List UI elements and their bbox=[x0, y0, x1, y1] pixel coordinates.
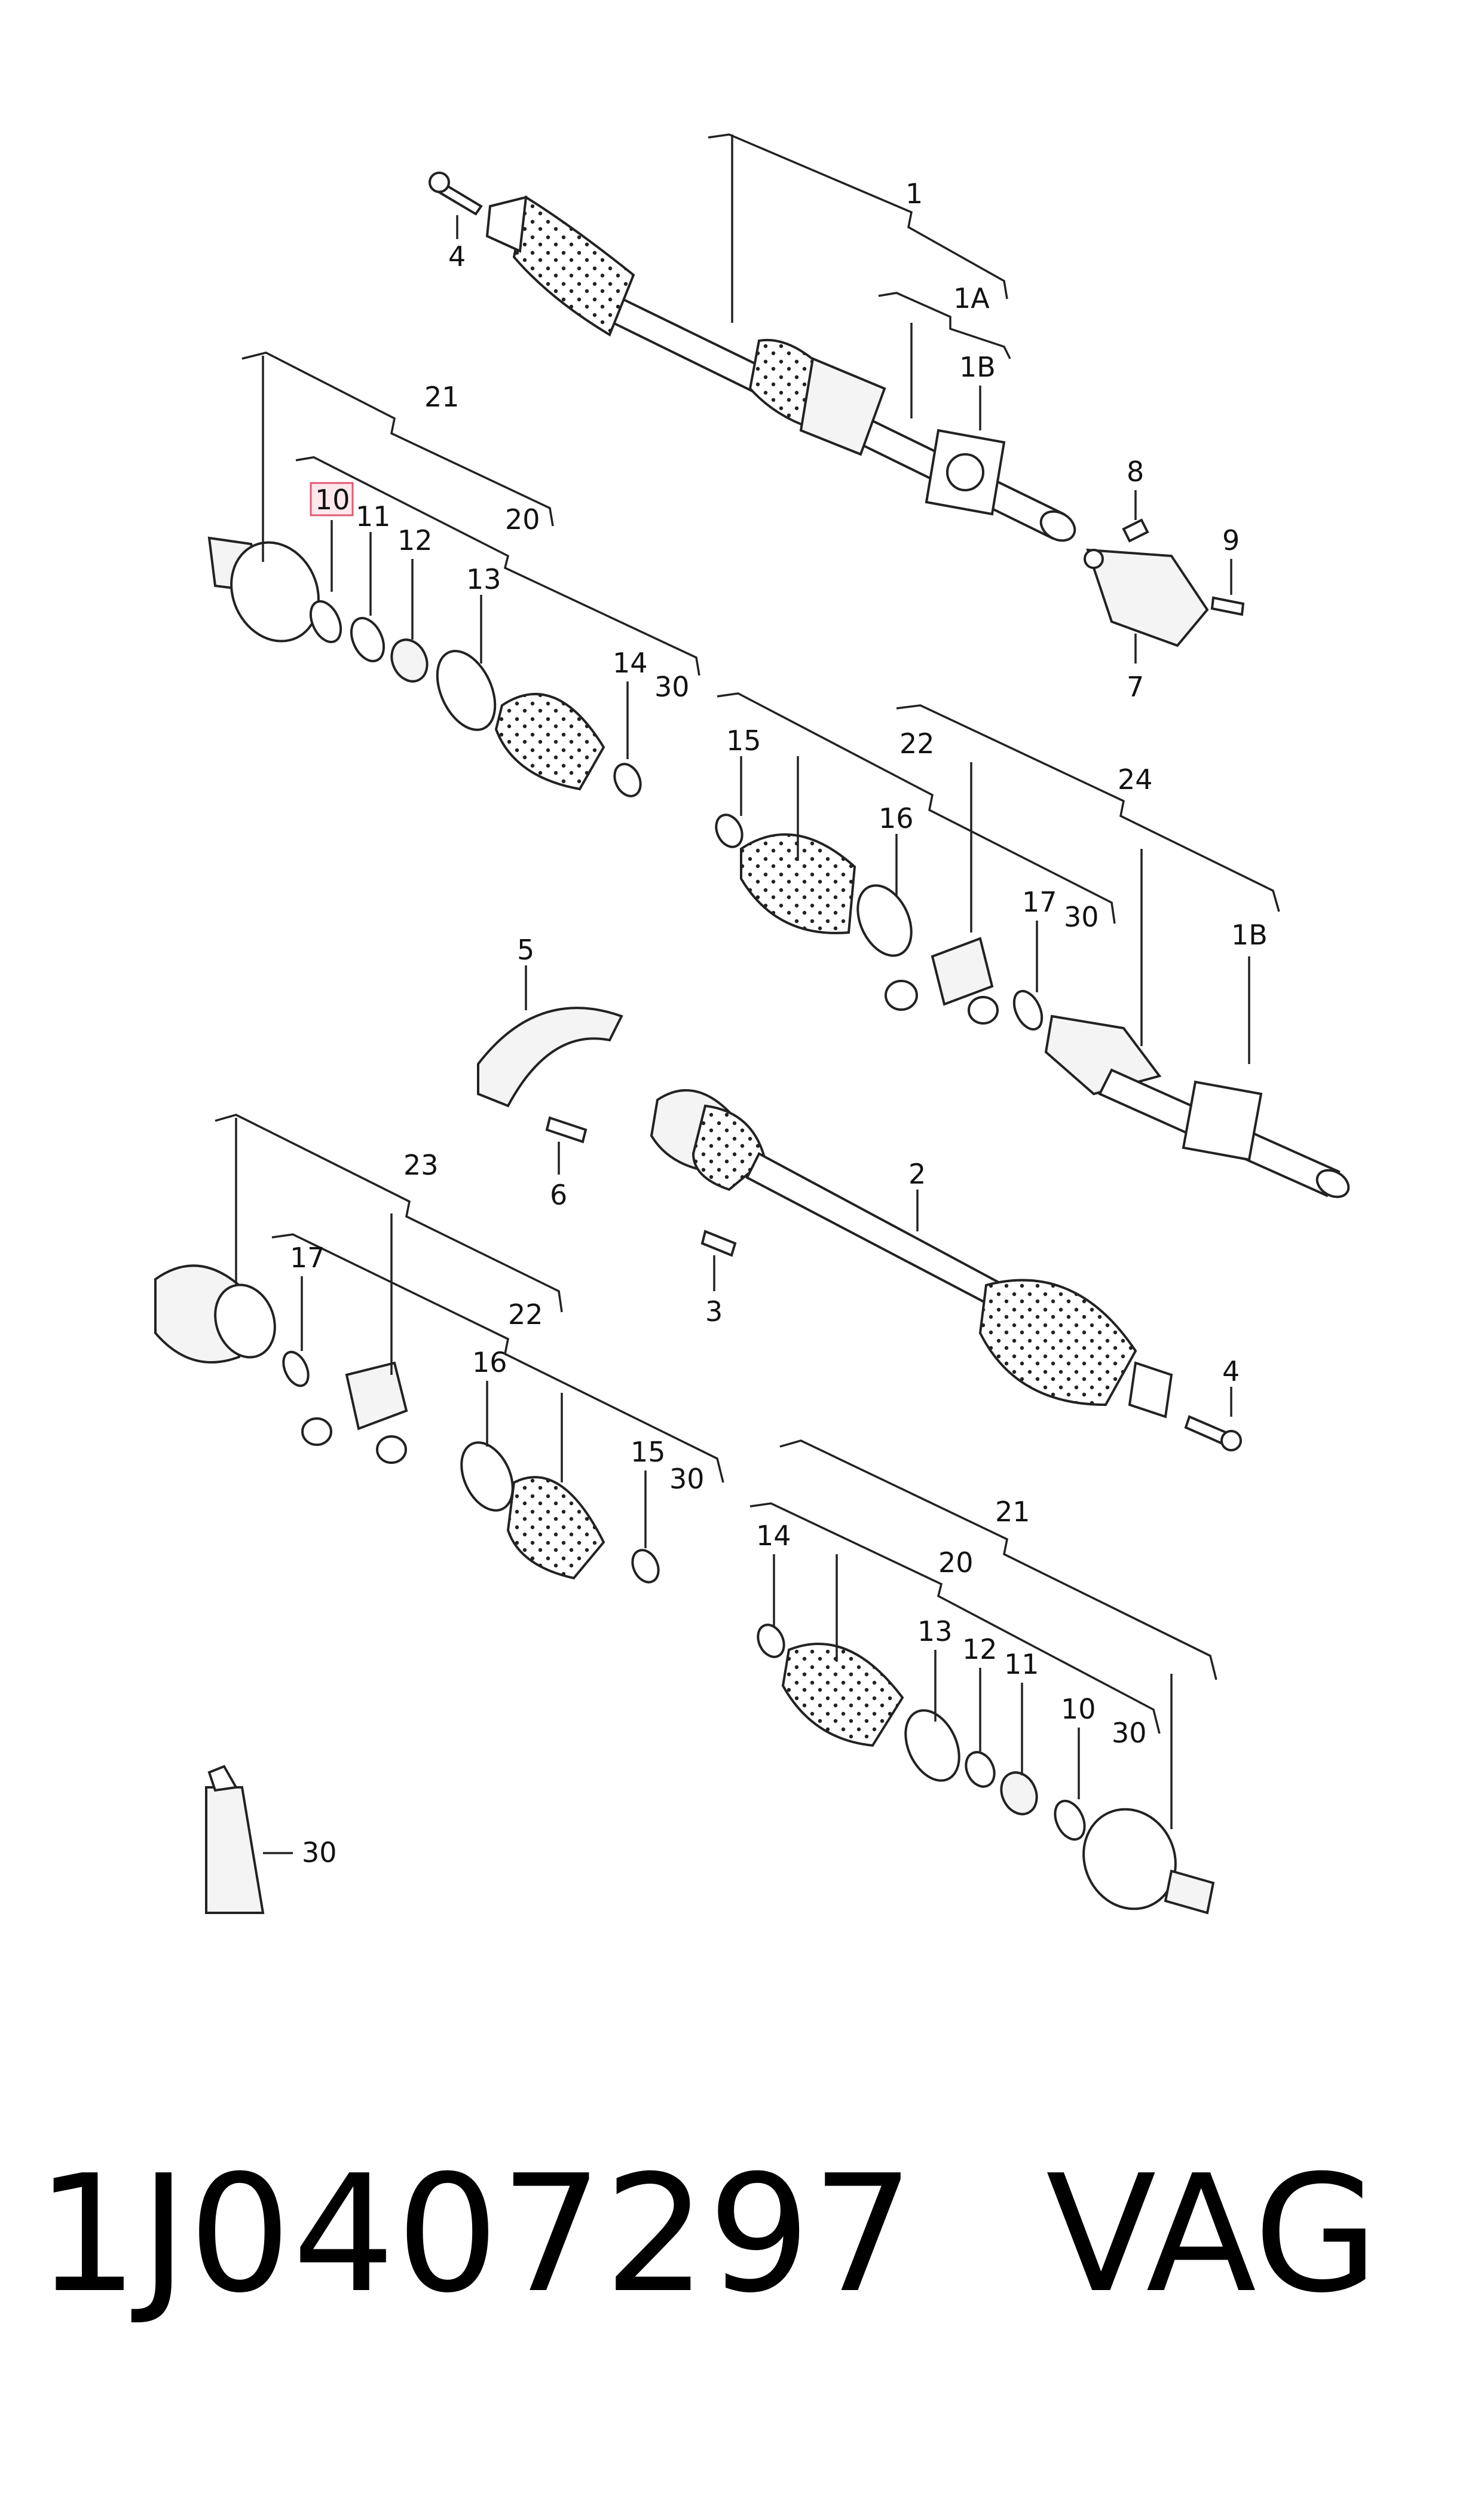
callout-20-low: 20 bbox=[938, 1546, 974, 1579]
callout-14-top: 14 bbox=[613, 647, 648, 679]
callout-10-low: 10 bbox=[1061, 1693, 1096, 1725]
callout-17-low: 17 bbox=[290, 1242, 325, 1274]
callout-11-top: 11 bbox=[356, 500, 391, 533]
callout-23: 23 bbox=[403, 1149, 439, 1181]
heat-shield-5 bbox=[477, 1007, 623, 1108]
bolt-6 bbox=[545, 1116, 588, 1144]
cv-joint-kit-lower bbox=[757, 1624, 1215, 1915]
callout-2: 2 bbox=[908, 1158, 926, 1190]
bolt-4-top bbox=[429, 172, 483, 216]
callout-22-top: 22 bbox=[899, 727, 935, 760]
callout-10-top: 10 bbox=[315, 484, 350, 516]
callout-15-low: 15 bbox=[631, 1436, 666, 1468]
callout-3: 3 bbox=[705, 1295, 723, 1328]
callout-15-top: 15 bbox=[726, 724, 761, 757]
callout-6: 6 bbox=[550, 1179, 567, 1211]
bolt-3 bbox=[700, 1230, 737, 1257]
driveshaft-2 bbox=[650, 1089, 1173, 1419]
callout-21-top: 21 bbox=[424, 381, 460, 413]
callout-1B-top: 1B bbox=[959, 351, 996, 383]
callout-labels: 1 1A 1B 4 8 9 7 21 10 11 12 20 13 14 30 … bbox=[290, 178, 1268, 1869]
callout-30-c: 30 bbox=[669, 1463, 705, 1495]
callout-30-tube: 30 bbox=[302, 1836, 337, 1869]
callout-30-a: 30 bbox=[654, 671, 690, 703]
callout-5: 5 bbox=[517, 934, 534, 966]
callout-20-top: 20 bbox=[505, 503, 540, 536]
callout-4-top: 4 bbox=[448, 240, 466, 273]
callout-4-mid: 4 bbox=[1222, 1355, 1240, 1387]
inner-joint-kit-lower bbox=[154, 1264, 660, 1583]
inner-joint-kit-upper bbox=[715, 814, 1350, 1199]
callout-16-low: 16 bbox=[472, 1346, 507, 1378]
callout-1A: 1A bbox=[953, 282, 990, 314]
callout-7: 7 bbox=[1127, 671, 1144, 703]
grease-tube bbox=[205, 1765, 265, 1914]
callout-30-d: 30 bbox=[1112, 1717, 1147, 1749]
callout-8: 8 bbox=[1127, 455, 1144, 488]
callout-12-top: 12 bbox=[397, 524, 433, 557]
callout-21-low: 21 bbox=[995, 1496, 1030, 1528]
callout-30-b: 30 bbox=[1064, 901, 1099, 933]
callout-1: 1 bbox=[905, 178, 923, 210]
callout-1B-mid: 1B bbox=[1231, 919, 1268, 951]
bolt-9 bbox=[1210, 596, 1245, 616]
callout-11-low: 11 bbox=[1004, 1648, 1039, 1680]
exploded-parts-diagram: 1 1A 1B 4 8 9 7 21 10 11 12 20 13 14 30 … bbox=[154, 133, 1350, 1915]
callout-24: 24 bbox=[1118, 763, 1153, 796]
callout-12-low: 12 bbox=[962, 1633, 998, 1665]
bolt-4-mid bbox=[1184, 1415, 1242, 1451]
footer: 1J0407297 VAG bbox=[36, 2140, 1458, 2328]
driveshaft-assembly-top bbox=[485, 195, 1076, 542]
callout-17-top: 17 bbox=[1022, 886, 1057, 918]
cv-joint-kit-upper bbox=[207, 536, 642, 797]
callout-16-top: 16 bbox=[879, 802, 914, 834]
brand-label: VAG bbox=[1046, 2140, 1379, 2328]
callout-14-low: 14 bbox=[756, 1520, 791, 1552]
callout-9: 9 bbox=[1222, 524, 1240, 557]
leader-lines bbox=[215, 133, 1280, 1854]
callout-13-top: 13 bbox=[466, 563, 501, 595]
highlight-box bbox=[310, 482, 354, 516]
callout-22-low: 22 bbox=[508, 1298, 543, 1331]
bracket-7 bbox=[1084, 548, 1209, 647]
callout-13-low: 13 bbox=[917, 1615, 953, 1647]
part-number: 1J0407297 bbox=[36, 2140, 916, 2328]
bolt-8 bbox=[1122, 518, 1149, 543]
